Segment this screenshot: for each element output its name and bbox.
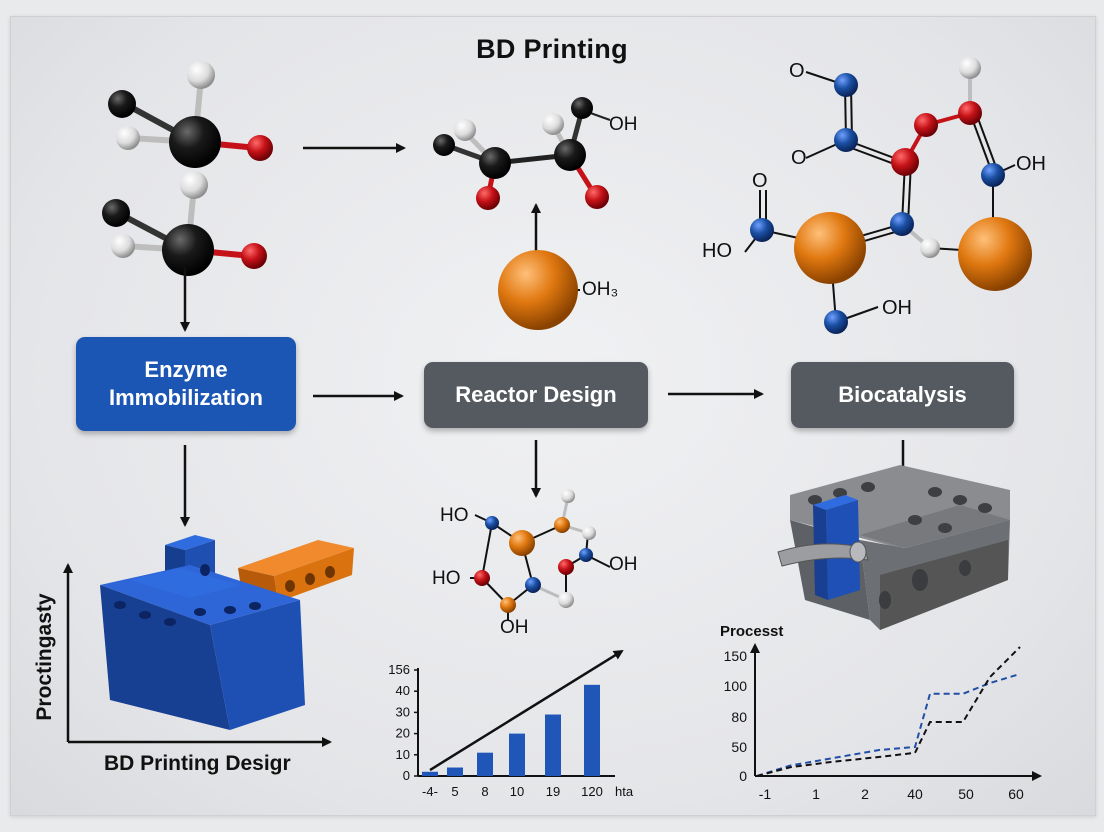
bar-x-tick: 19 (546, 784, 560, 799)
bar-x-tick: 5 (451, 784, 458, 799)
molecule-icon-middle-ring (470, 489, 611, 620)
bar-y-tick: 30 (396, 704, 410, 719)
line-y-tick: 80 (731, 709, 747, 725)
left-chart-axes (63, 563, 332, 747)
molecule-icon-top-left (108, 61, 273, 168)
stage-enzyme-immobilization: Enzyme Immobilization (76, 337, 296, 431)
bar-x-tick: 10 (510, 784, 524, 799)
molecule-icon-top-middle (433, 97, 611, 210)
line-x-tick: 60 (1008, 786, 1024, 802)
chem-label: OH (1016, 153, 1046, 175)
bar (545, 714, 561, 776)
bar (422, 771, 438, 776)
chem-label: OH (500, 617, 529, 638)
bar (509, 733, 525, 776)
bar-chart: -4- 5 8 10 19 120 hta 0 10 20 30 40 156 (388, 649, 634, 799)
chem-label: OH (609, 554, 638, 575)
chem-label: O (789, 60, 805, 82)
line-y-tick: 0 (739, 768, 747, 784)
chem-label: O (752, 170, 768, 192)
orange-sphere-icon (498, 250, 580, 330)
stage-label: Enzyme Immobilization (109, 357, 263, 410)
left-chart-ylabel: Proctingasty (33, 593, 56, 721)
bar-y-tick: 156 (388, 662, 410, 677)
bar-y-tick: 20 (396, 726, 410, 741)
line-chart: 0 50 80 100 150 -1 1 2 40 50 60 (724, 643, 1042, 802)
stage-biocatalysis: Biocatalysis (791, 362, 1014, 428)
chem-label: OH (882, 297, 912, 319)
left-chart-xlabel: BD Printing Desigr (104, 752, 291, 775)
page-title: BD Printing (476, 34, 628, 64)
line-series-2 (756, 646, 1021, 777)
stage-label: Reactor Design (455, 382, 617, 407)
line-x-tick: 2 (861, 786, 869, 802)
gray-reactor-block-icon (777, 465, 1010, 630)
line-series-1 (756, 673, 1021, 777)
bar-y-tick: 10 (396, 747, 410, 762)
molecule-icon-left-second (102, 171, 267, 276)
chem-label: HO (432, 568, 461, 589)
bar (584, 684, 600, 776)
line-y-tick: 50 (731, 739, 747, 755)
stage-label: Biocatalysis (838, 382, 967, 407)
blue-block-icon (100, 535, 354, 730)
line-x-tick: 40 (907, 786, 923, 802)
bar (477, 752, 493, 776)
chem-label: OH₃ (582, 279, 619, 300)
chem-label: HO (440, 505, 469, 526)
flow-arrows (180, 143, 908, 527)
bar-x-tick: -4- (422, 784, 438, 799)
line-chart-title: Processt (720, 623, 784, 640)
bar-y-tick: 40 (396, 683, 410, 698)
line-y-tick: 150 (724, 648, 748, 664)
line-x-tick: 50 (958, 786, 974, 802)
bar-x-unit: hta (615, 784, 634, 799)
line-x-tick: 1 (812, 786, 820, 802)
stage-reactor-design: Reactor Design (424, 362, 648, 428)
bar-x-tick: 120 (581, 784, 603, 799)
molecule-icon-top-right (744, 57, 1032, 334)
chem-label: O (791, 147, 807, 169)
trend-arrow (429, 649, 624, 772)
line-y-tick: 100 (724, 678, 748, 694)
line-x-tick: -1 (759, 786, 772, 802)
bar-x-tick: 8 (481, 784, 488, 799)
chem-label: OH (609, 114, 638, 135)
bar (447, 767, 463, 776)
bar-y-tick: 0 (403, 768, 410, 783)
chem-label: HO (702, 240, 732, 262)
